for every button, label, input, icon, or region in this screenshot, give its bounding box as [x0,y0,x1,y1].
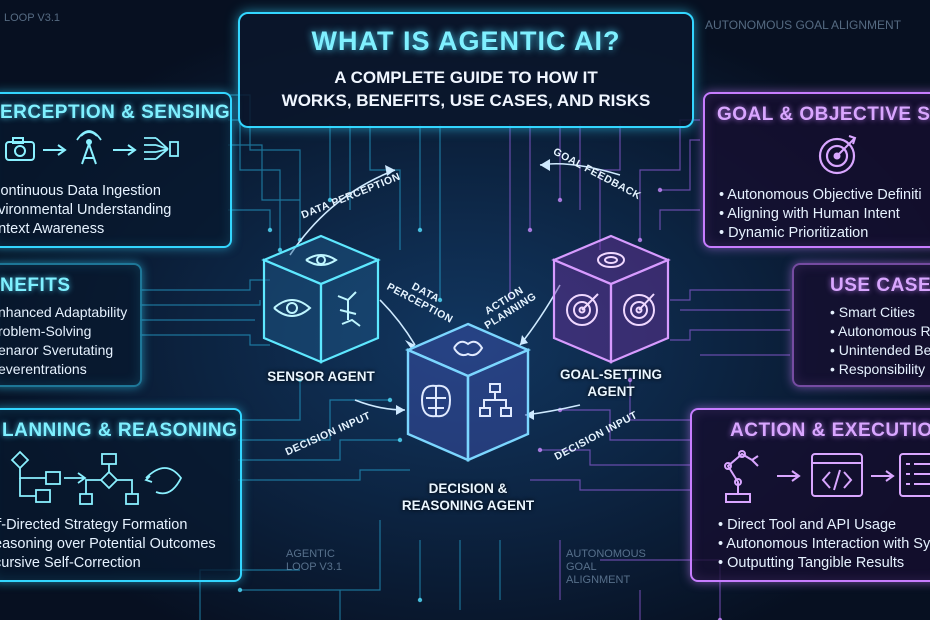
title-box: WHAT IS AGENTIC AI? A COMPLETE GUIDE TO … [238,12,694,128]
list-item: ontext Awareness [0,221,105,237]
panel-title-use-cases: USE CASES [830,275,930,296]
list-item: roblem-Solving [0,323,92,339]
list-item: nvironmental Understanding [0,202,172,218]
panel-benefits: NEFITS nhanced Adaptability roblem-Solvi… [0,263,142,387]
list-item: • Direct Tool and API Usage [718,517,897,533]
decision-agent-cube [404,322,532,462]
list-item: easoning over Potential Outcomes [0,536,216,552]
decision-agent-label-line-1: DECISION & [428,481,508,496]
list-item: everentrations [0,361,87,377]
robot-arm-icon [724,450,759,503]
list-item: cursive Self-Correction [0,555,141,571]
panel-perception-sensing: ERCEPTION & SENSING Continuous Data Inge… [0,92,232,248]
panel-goal-objective: GOAL & OBJECTIVE SETTI • Autonomous Obje… [703,92,930,248]
perception-list: Continuous Data Ingestion nvironmental U… [0,182,171,239]
corner-text-bottom-center-right: AUTONOMOUS GOAL ALIGNMENT [566,548,646,586]
sensor-agent-label: SENSOR AGENT [267,369,375,384]
panel-action-execution: ACTION & EXECUTION • Direct Tool and API… [690,408,930,582]
goal-agent-cube [551,234,671,364]
panel-title-goal: GOAL & OBJECTIVE SETTI [717,104,930,125]
action-list: • Direct Tool and API Usage • Autonomous… [718,516,930,573]
decision-agent-label-line-2: REASONING AGENT [401,498,535,513]
panel-title-action: ACTION & EXECUTION [730,420,930,441]
arrow-right-icon [43,144,67,156]
subtitle-line-2: WORKS, BENEFITS, USE CASES, AND RISKS [281,91,651,110]
goal-agent-label-line-2: AGENT [587,384,635,399]
list-item: nhanced Adaptability [0,304,128,320]
page-subtitle: A COMPLETE GUIDE TO HOW IT WORKS, BENEFI… [240,66,692,112]
list-item: • Aligning with Human Intent [719,206,900,222]
panel-use-cases: USE CASES • Smart Cities • Autonomous R … [792,263,930,387]
list-item: • Responsibility [830,361,926,377]
antenna-icon [76,130,102,165]
goal-agent-label-line-1: GOAL-SETTING [560,367,662,382]
panel-title-benefits: NEFITS [0,275,71,296]
arrow-right-icon-4 [871,470,895,482]
panel-title-planning: LANNING & REASONING [2,420,238,441]
list-item: • Autonomous Interaction with Sys [718,536,930,552]
list-item: enaror Sverutating [0,342,114,358]
sensor-agent-cube [261,234,381,364]
list-item: • Smart Cities [830,304,916,320]
planning-list: lf-Directed Strategy Formation easoning … [0,516,216,573]
corner-text-top-left: LOOP V3.1 [4,12,61,24]
list-item: Continuous Data Ingestion [0,183,161,199]
list-item: • Autonomous R [830,323,930,339]
list-item: • Outputting Tangible Results [718,555,905,571]
code-window-icon [811,453,863,497]
goal-agent-label: GOAL-SETTING AGENT [556,366,666,400]
corner-text-top-right: AUTONOMOUS GOAL ALIGNMENT [705,18,902,32]
panel-title-perception: ERCEPTION & SENSING [0,102,231,123]
target-icon [818,135,857,175]
flowchart-icon [10,450,183,505]
list-item: • Dynamic Prioritization [719,225,869,241]
list-item: lf-Directed Strategy Formation [0,517,188,533]
panel-planning-reasoning: LANNING & REASONING lf-Directed Strategy… [0,408,242,582]
arrow-right-icon-3 [777,470,801,482]
subtitle-line-1: A COMPLETE GUIDE TO HOW IT [334,68,598,87]
list-item: • Autonomous Objective Definiti [719,187,922,203]
usecases-list: • Smart Cities • Autonomous R • Unintend… [830,303,930,379]
goal-list: • Autonomous Objective Definiti • Aligni… [719,186,922,243]
arrow-right-icon-2 [113,144,137,156]
data-stream-icon [144,137,179,160]
corner-text-bottom-center-left: AGENTIC LOOP V3.1 [286,548,343,573]
page-title: WHAT IS AGENTIC AI? [311,26,621,56]
results-list-icon [899,453,930,497]
list-item: • Unintended Be [830,342,930,358]
decision-agent-label: DECISION & REASONING AGENT [400,480,536,514]
camera-icon [5,137,35,161]
benefits-list: nhanced Adaptability roblem-Solving enar… [0,303,127,379]
